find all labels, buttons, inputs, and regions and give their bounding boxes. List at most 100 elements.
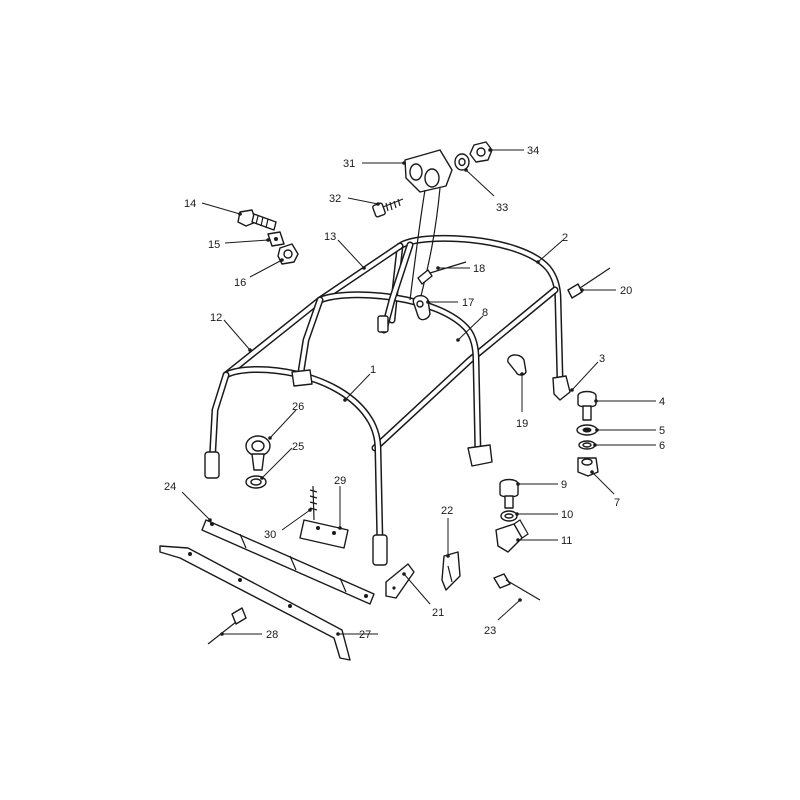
callout-25: 25 (260, 441, 304, 480)
callout-7: 7 (590, 470, 620, 509)
callout-11: 11 (516, 535, 572, 547)
bolt-14 (237, 209, 277, 231)
bar-24 (201, 519, 375, 605)
callout-4: 4 (594, 396, 665, 408)
svg-text:9: 9 (561, 479, 567, 491)
bracket-21 (385, 563, 415, 599)
svg-text:23: 23 (484, 625, 496, 637)
washer-5 (576, 424, 598, 436)
svg-text:8: 8 (482, 307, 488, 319)
callout-16: 16 (234, 258, 284, 289)
callout-6: 6 (593, 440, 665, 452)
svg-text:13: 13 (324, 231, 336, 243)
middle-leg-base-plate (467, 444, 493, 467)
spring-washer-6 (578, 440, 596, 450)
bracket-22 (441, 551, 461, 591)
svg-text:21: 21 (432, 607, 444, 619)
svg-text:5: 5 (659, 425, 665, 437)
svg-text:17: 17 (462, 297, 474, 309)
callout-15: 15 (208, 238, 270, 251)
rear-leg-clamp (552, 375, 571, 401)
middle-hoop (296, 291, 482, 459)
callout-23: 23 (484, 598, 522, 637)
svg-text:12: 12 (210, 312, 222, 324)
svg-text:30: 30 (264, 529, 276, 541)
svg-text:32: 32 (329, 193, 341, 205)
svg-text:16: 16 (234, 277, 246, 289)
svg-text:11: 11 (561, 535, 572, 547)
brace-foot (377, 315, 389, 333)
callout-19: 19 (516, 372, 528, 430)
stud-30 (309, 485, 318, 521)
svg-text:10: 10 (561, 509, 573, 521)
svg-text:14: 14 (184, 198, 196, 210)
callout-32: 32 (329, 193, 380, 206)
svg-text:1: 1 (370, 364, 376, 376)
svg-text:3: 3 (599, 353, 605, 365)
svg-text:18: 18 (473, 263, 485, 275)
callout-14: 14 (184, 198, 242, 216)
washer-33 (454, 153, 470, 171)
callout-20: 20 (580, 285, 632, 297)
bar-27 (159, 545, 351, 661)
pin-23 (493, 573, 541, 601)
svg-text:15: 15 (208, 239, 220, 251)
callout-21: 21 (402, 572, 444, 619)
roll-cage-frame (204, 234, 571, 566)
bolt-32 (372, 198, 404, 218)
svg-text:26: 26 (292, 401, 304, 413)
callout-28: 28 (220, 629, 278, 641)
callout-1: 1 (343, 364, 376, 402)
callout-26: 26 (268, 401, 304, 440)
callout-9: 9 (516, 479, 567, 491)
callout-18: 18 (436, 263, 485, 275)
svg-text:31: 31 (343, 158, 355, 170)
pin-20 (567, 267, 611, 299)
svg-text:6: 6 (659, 440, 665, 452)
clip-19 (507, 354, 527, 376)
callout-5: 5 (595, 425, 665, 437)
roof-side-bars (222, 242, 559, 452)
front-left-leg-foot (204, 451, 220, 479)
callout-13: 13 (324, 231, 366, 270)
svg-text:19: 19 (516, 418, 528, 430)
callout-8: 8 (456, 307, 488, 342)
svg-text:22: 22 (441, 505, 453, 517)
callout-27: 27 (336, 629, 378, 641)
nut-7 (577, 457, 599, 477)
plate-29 (299, 519, 349, 549)
bolt-9 (499, 478, 519, 509)
svg-text:28: 28 (266, 629, 278, 641)
callout-24: 24 (164, 481, 212, 522)
nut-34 (469, 141, 493, 163)
bolt-4 (577, 390, 597, 421)
svg-text:29: 29 (334, 475, 346, 487)
front-right-leg-foot (372, 534, 388, 566)
svg-text:25: 25 (292, 441, 304, 453)
callouts: 1 2 3 4 5 6 7 8 9 10 11 12 13 14 15 16 1… (164, 145, 665, 641)
callout-22: 22 (441, 505, 453, 558)
svg-text:34: 34 (527, 145, 539, 157)
washer-plate-15 (267, 231, 285, 247)
clip-17 (412, 294, 431, 321)
svg-text:27: 27 (359, 629, 371, 641)
svg-text:4: 4 (659, 396, 665, 408)
callout-33: 33 (464, 168, 508, 214)
svg-text:20: 20 (620, 285, 632, 297)
callout-34: 34 (488, 145, 539, 157)
svg-text:24: 24 (164, 481, 176, 493)
callout-10: 10 (515, 509, 573, 521)
svg-text:2: 2 (562, 232, 568, 244)
pin-18 (417, 261, 467, 285)
bracket-11 (495, 519, 529, 553)
callout-12: 12 (210, 312, 252, 352)
eye-bolt-26 (245, 435, 271, 471)
front-hoop (208, 365, 384, 549)
svg-text:33: 33 (496, 202, 508, 214)
callout-29: 29 (334, 475, 346, 530)
callout-3: 3 (570, 353, 605, 392)
svg-text:7: 7 (614, 497, 620, 509)
pin-28 (207, 607, 247, 645)
callout-31: 31 (343, 158, 406, 170)
